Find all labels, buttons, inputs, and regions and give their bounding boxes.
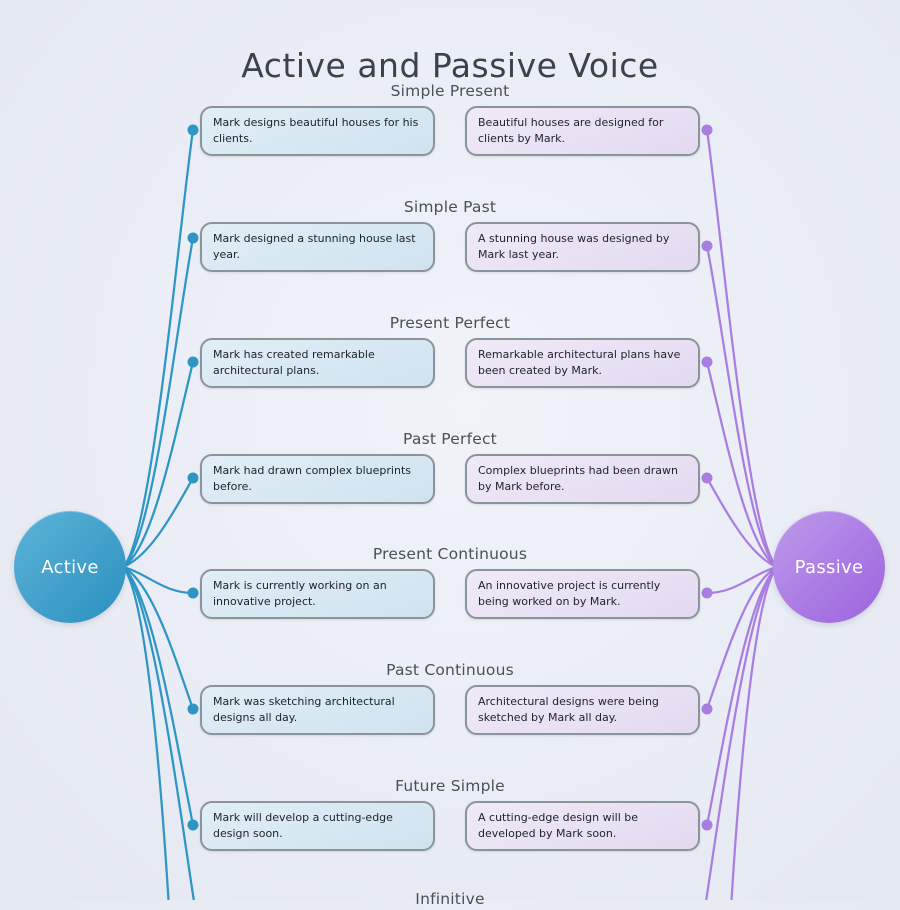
passive-connector-dot: [701, 124, 713, 136]
section-past-perfect: Past Perfect Mark had drawn complex blue…: [0, 428, 900, 504]
section-present-continuous: Present Continuous Mark is currently wor…: [0, 543, 900, 619]
active-connector-dot: [187, 232, 199, 244]
section-present-perfect: Present Perfect Mark has created remarka…: [0, 312, 900, 388]
diagram-title: Active and Passive Voice: [241, 46, 659, 86]
passive-sentence-box[interactable]: A cutting-edge design will be developed …: [465, 801, 700, 851]
section-heading: Present Perfect: [389, 314, 511, 332]
passive-sentence-box[interactable]: Complex blueprints had been drawn by Mar…: [465, 454, 700, 504]
passive-connector-line: [730, 566, 778, 900]
active-connector-line: [122, 565, 194, 595]
passive-connector-line: [705, 566, 778, 710]
section-heading: Simple Past: [403, 198, 497, 216]
section-heading: Simple Present: [390, 82, 510, 100]
section-simple-past: Simple Past Mark designed a stunning hou…: [0, 196, 900, 272]
passive-sentence-box[interactable]: Beautiful houses are designed for client…: [465, 106, 700, 156]
active-connector-line: [122, 566, 195, 900]
passive-connector-dot: [701, 240, 713, 252]
section-heading: Past Continuous: [386, 661, 514, 679]
passive-connector-line: [705, 245, 778, 568]
passive-sentence-box[interactable]: Remarkable architectural plans have been…: [465, 338, 700, 388]
active-connector-dot: [187, 587, 199, 599]
section-heading: Infinitive: [415, 890, 485, 908]
passive-connector-line: [706, 565, 778, 595]
section-past-continuous: Past Continuous Mark was sketching archi…: [0, 659, 900, 735]
passive-connector-dot: [701, 703, 713, 715]
active-root-node[interactable]: Active: [14, 511, 126, 623]
section-future-simple: Future Simple Mark will develop a cuttin…: [0, 775, 900, 851]
passive-connector-dot: [701, 587, 713, 599]
passive-root-node[interactable]: Passive: [773, 511, 885, 623]
active-connector-dot: [187, 819, 199, 831]
active-sentence-box[interactable]: Mark designs beautiful houses for his cl…: [200, 106, 435, 156]
passive-connector-line: [705, 566, 778, 900]
passive-sentence-box[interactable]: An innovative project is currently being…: [465, 569, 700, 619]
section-heading: Future Simple: [395, 777, 505, 795]
active-sentence-box[interactable]: Mark had drawn complex blueprints before…: [200, 454, 435, 504]
active-connector-line: [122, 566, 170, 900]
active-connector-dot: [187, 356, 199, 368]
section-heading: Past Perfect: [403, 430, 497, 448]
active-sentence-box[interactable]: Mark was sketching architectural designs…: [200, 685, 435, 735]
passive-root-label: Passive: [794, 556, 864, 578]
passive-connector-line: [705, 361, 778, 568]
active-connector-dot: [187, 472, 199, 484]
active-connector-line: [122, 361, 195, 568]
active-connector-dot: [187, 124, 199, 136]
passive-sentence-box[interactable]: A stunning house was designed by Mark la…: [465, 222, 700, 272]
active-sentence-box[interactable]: Mark will develop a cutting-edge design …: [200, 801, 435, 851]
active-sentence-box[interactable]: Mark designed a stunning house last year…: [200, 222, 435, 272]
active-connector-line: [122, 237, 195, 568]
passive-connector-dot: [701, 819, 713, 831]
active-sentence-box[interactable]: Mark has created remarkable architectura…: [200, 338, 435, 388]
active-connector-line: [122, 566, 195, 710]
section-heading: Present Continuous: [372, 545, 528, 563]
section-simple-present: Simple Present Mark designs beautiful ho…: [0, 80, 900, 156]
active-connector-dot: [187, 703, 199, 715]
passive-connector-dot: [701, 356, 713, 368]
active-root-label: Active: [41, 556, 99, 578]
passive-connector-dot: [701, 472, 713, 484]
passive-sentence-box[interactable]: Architectural designs were being sketche…: [465, 685, 700, 735]
active-sentence-box[interactable]: Mark is currently working on an innovati…: [200, 569, 435, 619]
section-infinitive: Infinitive: [0, 888, 900, 910]
